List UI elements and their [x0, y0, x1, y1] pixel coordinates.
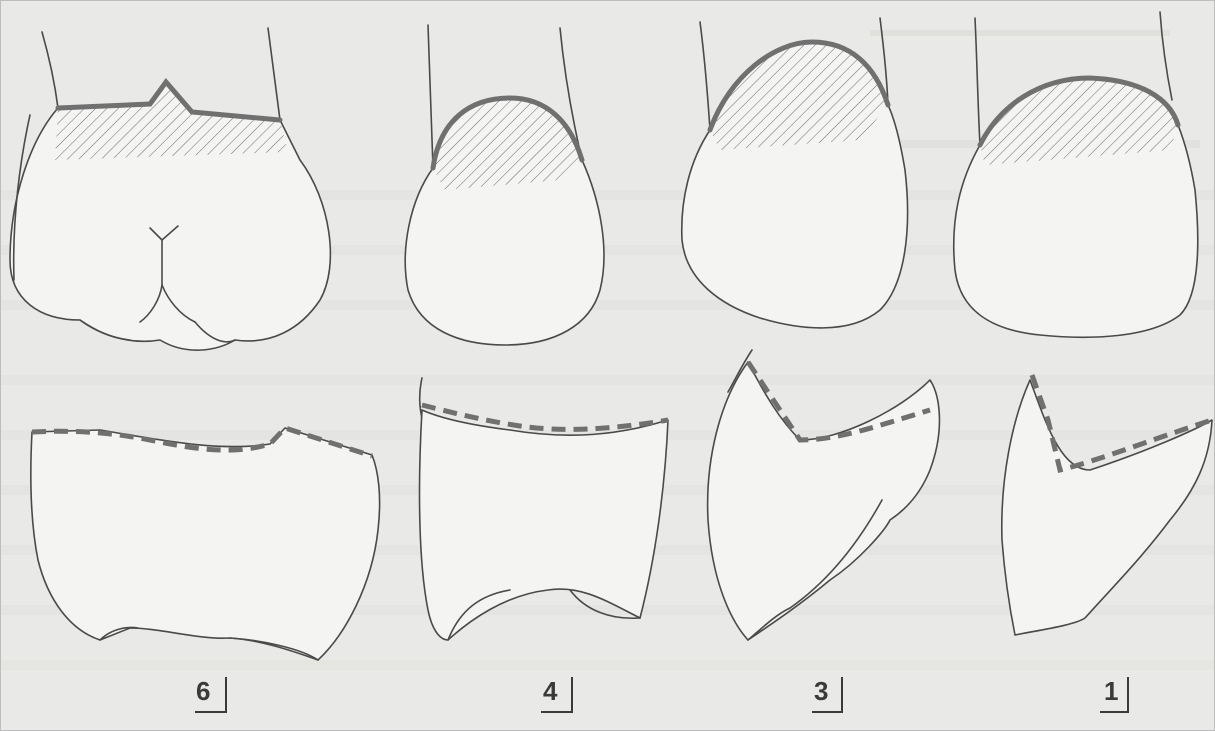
- tooth-1-top-view: [954, 12, 1198, 337]
- tooth-4-top-view: [405, 25, 604, 345]
- tooth-3-side-view: [708, 350, 940, 640]
- tooth-6-top-view: [10, 28, 330, 350]
- label-1-text: 1: [1104, 676, 1118, 706]
- tooth-6-side-view: [31, 428, 380, 660]
- tooth-4-side-view: [420, 378, 668, 640]
- label-6: 6: [195, 676, 226, 712]
- label-3-text: 3: [814, 676, 828, 706]
- tooth-1-side-view: [1002, 375, 1212, 635]
- label-1: 1: [1100, 676, 1128, 712]
- label-3: 3: [812, 676, 842, 712]
- tooth-3-top-view: [682, 18, 908, 328]
- label-4-text: 4: [543, 676, 558, 706]
- label-6-text: 6: [196, 676, 210, 706]
- label-4: 4: [541, 676, 572, 712]
